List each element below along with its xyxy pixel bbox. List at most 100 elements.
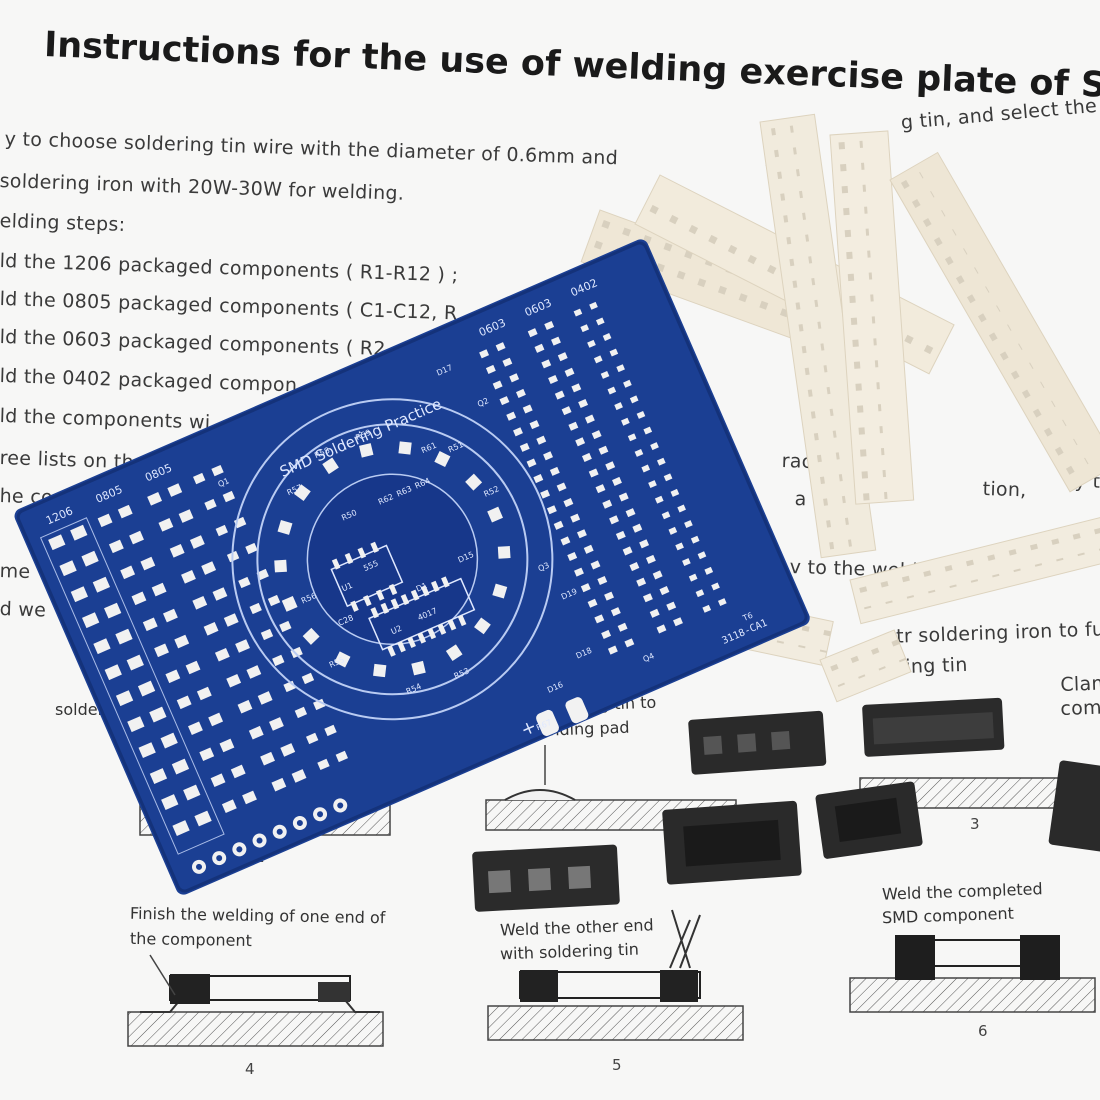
ic-pin-pad (380, 602, 390, 614)
solder-pad (697, 551, 707, 560)
solder-pad (92, 576, 111, 593)
solder-pad (515, 388, 526, 398)
solder-pad (280, 743, 296, 757)
solder-pad (634, 448, 644, 457)
solder-pad (595, 484, 606, 494)
solder-pad (668, 526, 678, 535)
solder-pad (70, 586, 89, 603)
ic-strip (862, 697, 1005, 757)
solder-pad (223, 613, 239, 627)
solder-pad (178, 509, 194, 523)
solder-pad (230, 764, 246, 779)
solder-pad (48, 534, 66, 551)
solder-pad (147, 492, 163, 506)
ic-pin-pad (363, 595, 372, 607)
through-hole (256, 837, 263, 844)
solder-pad (632, 523, 643, 533)
solder-pad (214, 647, 230, 662)
figure-number-3: 3 (970, 815, 980, 833)
solder-pad (185, 660, 201, 675)
solder-pad (267, 594, 281, 607)
solder-pad (573, 308, 583, 317)
pcb-board: SMD Soldering Practice 3118-CA1 + 1206 0… (14, 239, 810, 895)
solder-pad (108, 539, 124, 554)
solder-pad (115, 690, 134, 707)
solder-pad (621, 417, 630, 426)
ic-strip (1048, 760, 1100, 853)
figure-number-6: 6 (978, 1022, 988, 1040)
solder-pad (93, 638, 111, 655)
solder-pad (81, 550, 99, 567)
solder-pad (690, 535, 700, 544)
solder-pad (519, 442, 530, 452)
solder-pad (527, 328, 538, 338)
solder-pad (590, 560, 601, 570)
led-pad (274, 559, 287, 573)
solder-pad (636, 410, 646, 419)
solder-pad (211, 464, 224, 477)
solder-pad (610, 607, 621, 617)
ic-pin-pad (397, 641, 406, 653)
solder-pad (652, 570, 663, 580)
solder-pad (215, 524, 228, 537)
solder-pad (543, 451, 553, 461)
ic-pin-pad (457, 614, 467, 627)
solder-pad (506, 411, 517, 421)
tape-strip (889, 151, 1100, 493)
solder-pad (601, 629, 612, 639)
solder-pad (192, 595, 208, 610)
solder-pad (165, 669, 181, 684)
battery-pad (565, 697, 589, 724)
solder-pad (189, 535, 205, 549)
solder-pad (629, 395, 639, 404)
ic-pin-pad (370, 541, 379, 553)
led-pad (334, 651, 351, 668)
solder-pad (609, 348, 619, 357)
led-pad (445, 644, 463, 661)
solder-pad (580, 583, 591, 593)
figure-number-4: 4 (245, 1060, 255, 1078)
solder-pad (248, 725, 264, 740)
solder-pad (636, 577, 647, 587)
solder-pad (479, 349, 490, 359)
solder-pad (301, 672, 315, 685)
solder-pad (574, 567, 584, 577)
solder-pad (593, 355, 603, 364)
diode-strip (472, 844, 620, 912)
solder-pad (485, 364, 496, 374)
ic-pin-pad (387, 645, 396, 657)
solder-pad (659, 586, 670, 596)
solder-pad (120, 565, 136, 580)
solder-pad (553, 520, 564, 530)
solder-pad (642, 593, 653, 603)
ic-soic (662, 800, 802, 885)
ic-pin-pad (400, 593, 410, 606)
solder-pad (629, 562, 640, 572)
solder-pad (675, 542, 684, 551)
solder-pad (560, 536, 571, 546)
solder-pad (594, 614, 605, 624)
led-pad (293, 484, 311, 502)
solder-pad (237, 699, 253, 714)
solder-pad (174, 634, 190, 649)
solder-pad (154, 643, 169, 658)
solder-pad (591, 430, 602, 440)
solder-pad (595, 317, 605, 326)
ic-pin-pad (331, 558, 341, 570)
solder-pad (140, 556, 156, 571)
solder-pad (684, 520, 693, 529)
solder-pad (226, 673, 242, 688)
tape-strip (829, 130, 915, 505)
solder-pad (663, 473, 673, 482)
solder-pad (167, 483, 183, 497)
solder-pad (183, 784, 201, 801)
solder-pad (196, 686, 212, 701)
solder-pad (269, 717, 284, 731)
solder-pad (271, 777, 287, 792)
solder-pad (313, 698, 326, 711)
ic-pin-pad (417, 632, 427, 644)
caption-step-1: solderi (55, 700, 109, 719)
led-pad (277, 519, 293, 535)
solder-pad (704, 566, 714, 575)
